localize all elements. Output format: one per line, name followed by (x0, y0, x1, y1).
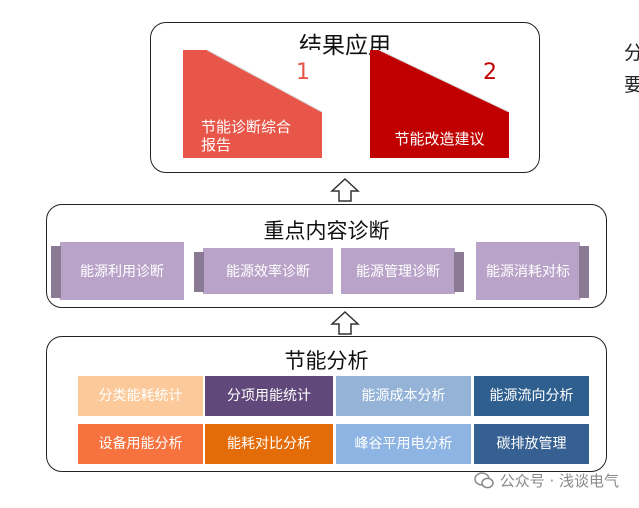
clipped-edge-text-bottom: 要 (624, 74, 639, 96)
up-arrow-icon (330, 177, 360, 202)
block-side-shade (454, 252, 464, 292)
result-card-number: 1 (296, 60, 310, 85)
analysis-item-itemized-stats: 分项用能统计 (205, 376, 333, 416)
diagnosis-item-energy-use: 能源利用诊断 (51, 242, 184, 300)
result-card-report: 1 节能诊断综合报告 (183, 50, 322, 158)
analysis-item-carbon-management: 碳排放管理 (474, 424, 589, 464)
wechat-watermark: 公众号 · 浅谈电气 (473, 470, 619, 491)
result-card-label: 节能改造建议 (394, 130, 485, 148)
analysis-item-cost-analysis: 能源成本分析 (336, 376, 471, 416)
diagnosis-item-energy-efficiency: 能源效率诊断 (194, 248, 333, 294)
diagnosis-item-label: 能源利用诊断 (80, 264, 164, 280)
diagnosis-item-label: 能源效率诊断 (226, 264, 310, 280)
page-fold-decoration (207, 50, 322, 112)
block-side-shade (51, 246, 61, 298)
analysis-item-equipment-analysis: 设备用能分析 (78, 424, 203, 464)
wechat-icon (473, 472, 494, 489)
result-card-label-text: 节能诊断综合报告 (201, 118, 292, 154)
page-fold-decoration (379, 50, 509, 112)
diagnosis-item-energy-management: 能源管理诊断 (341, 248, 464, 294)
analysis-item-peak-valley-analysis: 峰谷平用电分析 (336, 424, 471, 464)
result-card-number: 2 (483, 60, 497, 85)
clipped-edge-text-top: 分 (624, 42, 639, 64)
analysis-item-comparison-analysis: 能耗对比分析 (205, 424, 333, 464)
key-diagnosis-title: 重点内容诊断 (263, 219, 390, 243)
diagnosis-item-label: 能源消耗对标 (486, 264, 570, 280)
analysis-item-flow-analysis: 能源流向分析 (474, 376, 589, 416)
block-side-shade (194, 252, 204, 292)
diagnosis-item-consumption-benchmark: 能源消耗对标 (476, 242, 589, 300)
analysis-item-category-stats: 分类能耗统计 (78, 376, 203, 416)
energy-saving-analysis-title: 节能分析 (284, 349, 369, 373)
block-side-shade (579, 246, 589, 298)
diagnosis-item-label: 能源管理诊断 (356, 264, 440, 280)
up-arrow-icon (330, 310, 360, 335)
result-card-label: 节能诊断综合报告 (201, 118, 322, 154)
result-card-suggestion: 2 节能改造建议 (370, 50, 509, 158)
watermark-text: 公众号 · 浅谈电气 (499, 472, 619, 490)
